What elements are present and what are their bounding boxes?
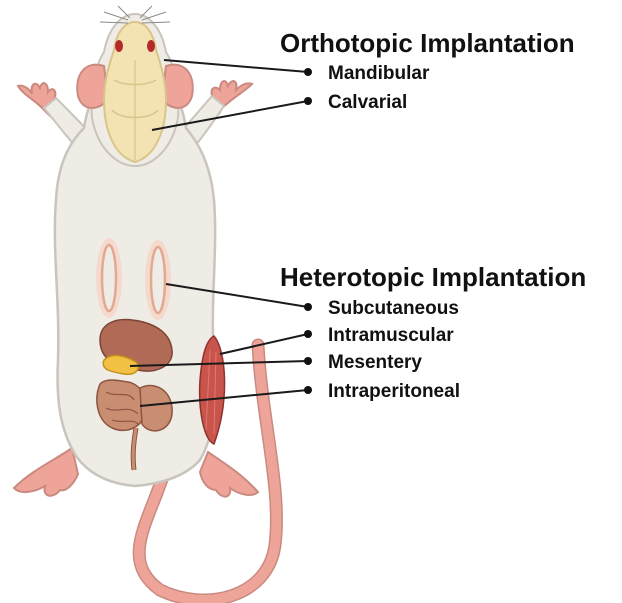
heterotopic-labels: Heterotopic Implantation Subcutaneous In… — [280, 262, 586, 402]
leader-subcutaneous-dot — [304, 303, 312, 311]
label-subcutaneous: Subcutaneous — [328, 298, 459, 319]
orthotopic-title: Orthotopic Implantation — [280, 28, 575, 58]
leader-mandibular-dot — [304, 68, 312, 76]
label-intraperitoneal: Intraperitoneal — [328, 381, 460, 402]
mouse-illustration — [14, 6, 276, 600]
right-hind-foot — [200, 452, 258, 497]
heterotopic-title: Heterotopic Implantation — [280, 262, 586, 292]
label-calvarial: Calvarial — [328, 92, 407, 113]
label-intramuscular: Intramuscular — [328, 325, 454, 346]
leader-mesentery-dot — [304, 357, 312, 365]
label-mesentery: Mesentery — [328, 352, 422, 373]
leader-calvarial-dot — [304, 97, 312, 105]
orthotopic-labels: Orthotopic Implantation Mandibular Calva… — [280, 28, 575, 113]
right-eye — [147, 40, 155, 52]
left-eye — [115, 40, 123, 52]
label-mandibular: Mandibular — [328, 63, 430, 84]
leader-intraperitoneal-dot — [304, 386, 312, 394]
left-hind-foot — [14, 448, 78, 496]
leader-intramuscular-dot — [304, 330, 312, 338]
